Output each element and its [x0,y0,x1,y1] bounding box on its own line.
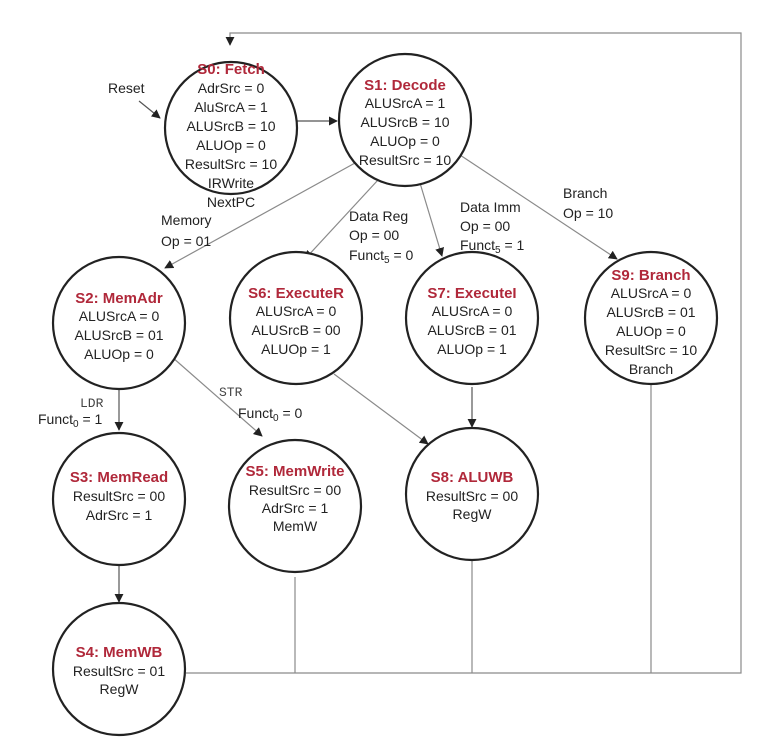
data-imm-funct-label: Funct5 = 1 [460,237,525,256]
edge-s1-s2 [164,162,356,269]
state-line: ResultSrc = 00 [249,482,341,498]
state-line: ALUOp = 0 [84,346,154,362]
state-line: ALUSrcB = 00 [251,322,340,338]
state-line: AluSrcA = 1 [194,99,268,115]
state-title: S6: ExecuteR [248,285,344,302]
data-reg-op-label: Op = 00 [349,227,399,243]
state-line: ALUSrcB = 01 [74,327,163,343]
state-s4: S4: MemWB ResultSrc = 01 RegW [51,601,187,737]
state-line: ALUSrcA = 1 [365,95,446,111]
state-line: ALUSrcA = 0 [432,303,513,319]
state-line: MemW [273,518,318,534]
state-line: ResultSrc = 10 [185,156,277,172]
state-line: ResultSrc = 00 [73,488,165,504]
state-line: RegW [453,506,493,522]
state-line: Branch [629,361,673,377]
state-title: S8: ALUWB [431,469,514,486]
state-title: S3: MemRead [70,469,168,486]
state-title: S0: Fetch [197,61,265,78]
state-s0: S0: Fetch AdrSrc = 0 AluSrcA = 1 ALUSrcB… [163,60,299,210]
state-circle [51,601,187,737]
edge-s6-s8 [333,373,429,445]
state-line: ALUOp = 1 [437,341,507,357]
state-s5: S5: MemWrite ResultSrc = 00 AdrSrc = 1 M… [227,438,363,574]
state-s1: S1: Decode ALUSrcA = 1 ALUSrcB = 10 ALUO… [337,52,473,188]
memory-op-label: Op = 01 [161,233,211,249]
edge-s1-s6 [304,179,379,260]
state-line: ResultSrc = 10 [605,342,697,358]
state-line: ALUOp = 0 [196,137,266,153]
str-cond-label: Funct0 = 0 [238,405,303,424]
state-circle [51,255,187,391]
state-s2: S2: MemAdr ALUSrcA = 0 ALUSrcB = 01 ALUO… [51,255,187,391]
data-reg-label: Data Reg [349,208,408,224]
edge-s1-s9 [459,154,618,260]
reset-label: Reset [108,80,145,96]
state-circle [163,60,299,196]
state-line: NextPC [207,194,255,210]
state-circle [404,250,540,386]
str-label: STR [219,385,243,400]
state-circle [227,438,363,574]
state-line: ALUOp = 1 [261,341,331,357]
state-circle [228,250,364,386]
state-line: AdrSrc = 1 [86,507,153,523]
branch-label: Branch [563,185,607,201]
state-line: ResultSrc = 01 [73,663,165,679]
state-line: ALUSrcB = 10 [360,114,449,130]
state-s6: S6: ExecuteR ALUSrcA = 0 ALUSrcB = 00 AL… [228,250,364,386]
state-line: RegW [100,681,140,697]
state-s3: S3: MemRead ResultSrc = 00 AdrSrc = 1 [51,431,187,567]
state-line: ALUOp = 0 [370,133,440,149]
state-circle [51,431,187,567]
data-imm-label: Data Imm [460,199,521,215]
edge-reset [138,100,161,119]
state-s8: S8: ALUWB ResultSrc = 00 RegW [404,426,540,562]
state-circle [337,52,473,188]
edges [114,32,742,674]
ldr-cond-label: Funct0 = 1 [38,411,103,430]
state-line: ALUSrcA = 0 [256,303,337,319]
state-line: ALUSrcB = 10 [186,118,275,134]
state-line: ALUSrcB = 01 [427,322,516,338]
state-line: ALUSrcA = 0 [611,285,692,301]
state-title: S5: MemWrite [246,463,345,480]
memory-label: Memory [161,212,212,228]
state-title: S9: Branch [611,267,690,284]
state-circle [583,250,719,386]
state-s9: S9: Branch ALUSrcA = 0 ALUSrcB = 01 ALUO… [583,250,719,386]
state-line: ResultSrc = 10 [359,152,451,168]
data-imm-op-label: Op = 00 [460,218,510,234]
state-title: S2: MemAdr [75,290,163,307]
state-line: AdrSrc = 1 [262,500,329,516]
state-circle [404,426,540,562]
state-title: S7: ExecuteI [427,285,516,302]
state-line: ALUSrcB = 01 [606,304,695,320]
edge-s1-s7 [419,182,444,257]
state-title: S1: Decode [364,77,446,94]
edge-return-bus [186,32,742,674]
data-reg-funct-label: Funct5 = 0 [349,247,414,266]
state-line: AdrSrc = 0 [198,80,265,96]
state-line: ALUOp = 0 [616,323,686,339]
state-line: ResultSrc = 00 [426,488,518,504]
state-title: S4: MemWB [76,644,163,661]
edge-s2-s5 [171,356,263,437]
ldr-label: LDR [80,396,104,411]
state-s7: S7: ExecuteI ALUSrcA = 0 ALUSrcB = 01 AL… [404,250,540,386]
branch-op-label: Op = 10 [563,205,613,221]
state-line: IRWrite [208,175,254,191]
state-line: ALUSrcA = 0 [79,308,160,324]
